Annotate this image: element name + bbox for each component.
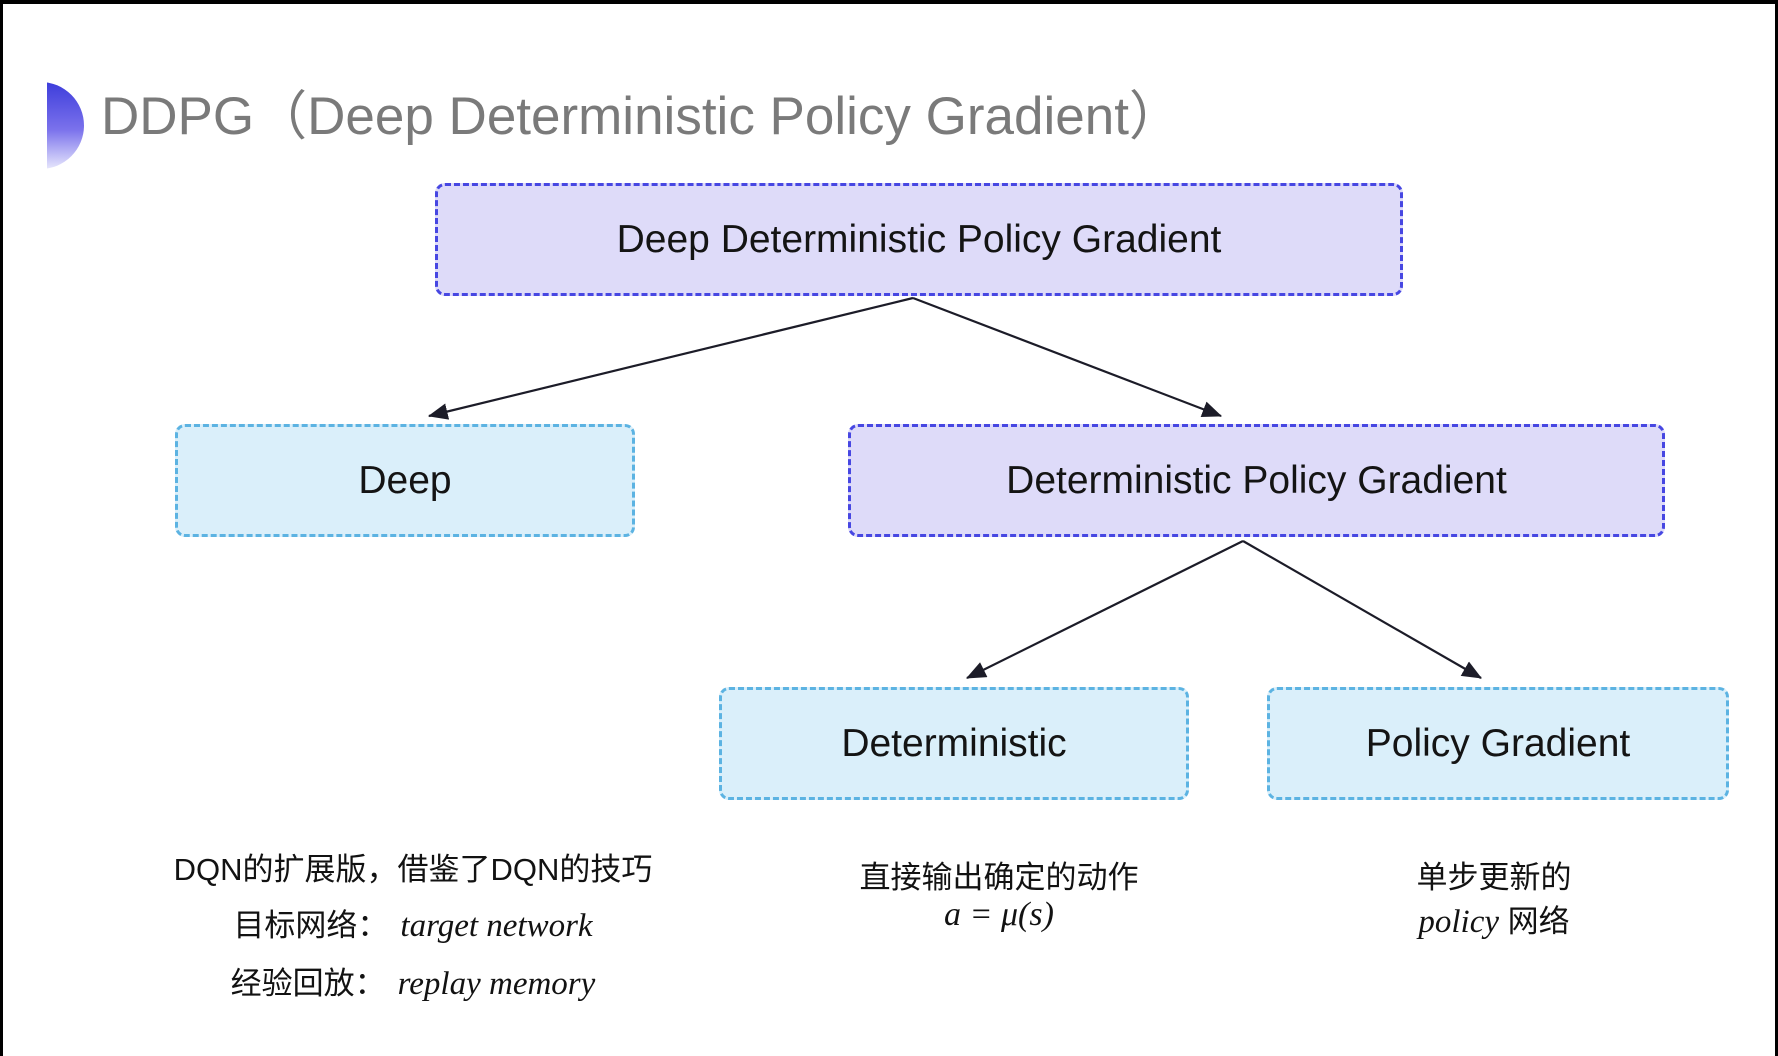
note-deterministic-line1: 直接输出确定的动作 (859, 860, 1139, 895)
note-deep-line1: DQN的扩展版，借鉴了DQN的技巧 (173, 852, 653, 887)
note-deep-replay-value: replay memory (397, 966, 596, 1002)
node-policy-gradient-label: Policy Gradient (1365, 721, 1631, 765)
node-dpg-label: Deterministic Policy Gradient (1006, 458, 1507, 502)
node-deterministic: Deterministic (719, 687, 1189, 800)
node-root-label: Deep Deterministic Policy Gradient (616, 217, 1222, 261)
note-deep-target-label: 目标网络： (233, 908, 389, 943)
node-root: Deep Deterministic Policy Gradient (435, 183, 1403, 296)
node-policy-gradient: Policy Gradient (1267, 687, 1729, 800)
tree-connector-arrows (427, 296, 1482, 679)
node-deep: Deep (175, 424, 635, 537)
note-policy-gradient-line2: policy 网络 (1294, 896, 1694, 941)
note-policy-gradient-line1: 单步更新的 (1416, 860, 1572, 895)
node-deterministic-label: Deterministic (841, 721, 1067, 765)
note-policy-gradient-word-rest: 网络 (1507, 904, 1570, 939)
title-bullet-icon (47, 82, 84, 169)
note-deep-target: 目标网络： target network (113, 900, 713, 945)
arrow-root-to-deep (427, 296, 914, 420)
note-deterministic-formula: a = μ(s) (944, 896, 1054, 933)
note-policy-gradient-word-italic: policy (1418, 904, 1499, 940)
node-dpg: Deterministic Policy Gradient (848, 424, 1665, 537)
arrow-root-to-dpg (912, 296, 1223, 418)
note-deep-replay: 经验回放： replay memory (113, 958, 713, 1003)
page-title: DDPG（Deep Deterministic Policy Gradient） (101, 87, 1182, 146)
arrow-dpg-to-policy-gradient (1242, 540, 1482, 679)
note-deep-replay-label: 经验回放： (230, 966, 386, 1001)
arrow-dpg-to-deterministic (966, 540, 1244, 679)
note-deep-target-value: target network (400, 908, 593, 944)
node-deep-label: Deep (358, 458, 452, 502)
